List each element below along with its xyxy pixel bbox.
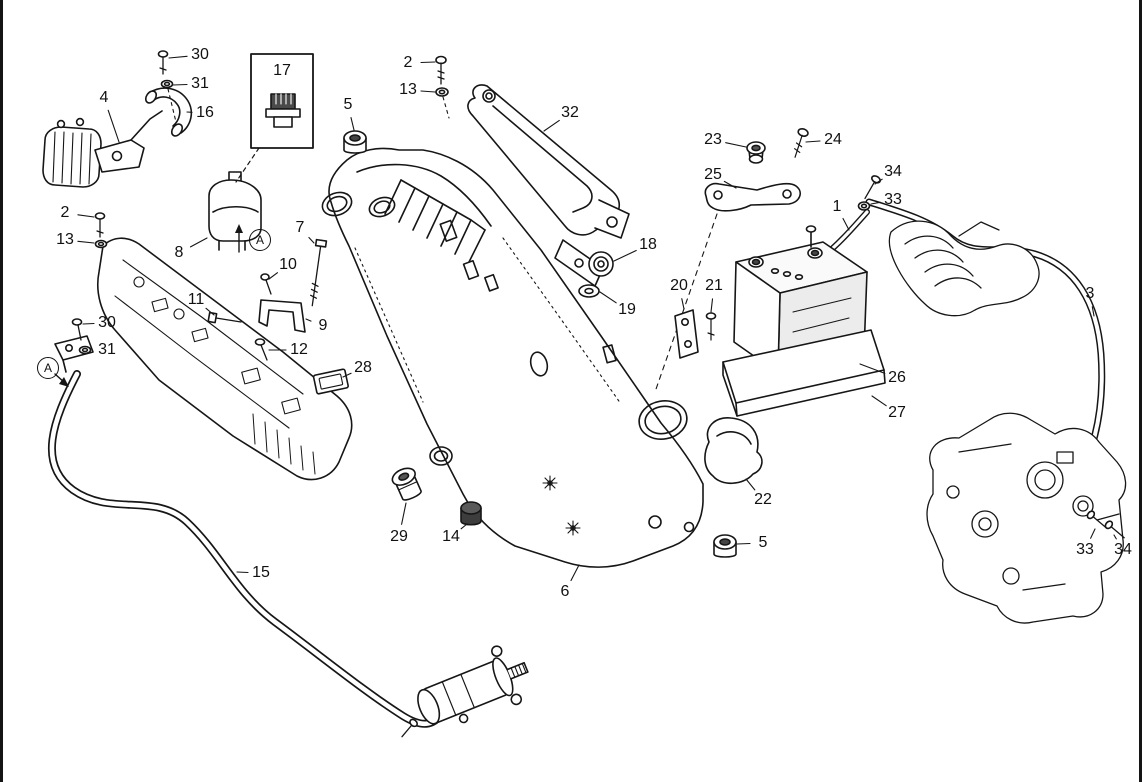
- callout-27: 27: [888, 404, 906, 421]
- battery-tray: [722, 329, 886, 417]
- callout-31: 31: [98, 341, 116, 358]
- rubber-cover-22: [704, 417, 763, 485]
- callout-12: 12: [290, 341, 308, 358]
- callout-33: 33: [884, 191, 902, 208]
- relay-8: [208, 171, 262, 251]
- bolt-7: [310, 238, 328, 307]
- callout-31: 31: [191, 75, 209, 92]
- screw-2-top: [435, 55, 450, 119]
- direction-arrow-a1: [235, 224, 243, 253]
- screw-34-top: [864, 175, 881, 200]
- callout-15: 15: [252, 564, 270, 581]
- starter-cable: [47, 370, 447, 728]
- rubber-mount-23: [746, 141, 766, 164]
- screw-30-top: [157, 50, 177, 123]
- callout-33: 33: [1076, 541, 1094, 558]
- screw-12: [254, 338, 268, 361]
- callout-16: 16: [196, 104, 214, 121]
- callout-23: 23: [704, 131, 722, 148]
- support-bracket-32: [467, 84, 630, 239]
- engine-mount-sketch: [888, 220, 1040, 317]
- ref-marker-A: A: [249, 229, 271, 251]
- screw-30-left: [71, 318, 92, 355]
- callout-34: 34: [884, 163, 902, 180]
- callout-20: 20: [670, 277, 688, 294]
- callout-2: 2: [403, 54, 413, 71]
- callout-32: 32: [561, 104, 579, 121]
- bracket-9: [258, 299, 306, 333]
- callout-8: 8: [174, 244, 184, 261]
- sensor-29: [391, 467, 422, 501]
- callout-34: 34: [1114, 541, 1132, 558]
- callout-30: 30: [98, 314, 116, 331]
- callout-14: 14: [442, 528, 460, 545]
- callout-5: 5: [343, 96, 353, 113]
- callout-25: 25: [704, 166, 722, 183]
- callout-5: 5: [758, 534, 768, 551]
- callout-11: 11: [187, 291, 205, 308]
- diagram-canvas: [42, 50, 1127, 738]
- direction-arrow-a2: [54, 373, 69, 387]
- callout-29: 29: [390, 528, 408, 545]
- callout-13: 13: [56, 231, 74, 248]
- callout-18: 18: [639, 236, 657, 253]
- callout-17: 17: [273, 62, 291, 79]
- coil-assembly: [42, 110, 163, 188]
- callout-2: 2: [60, 204, 70, 221]
- callout-24: 24: [824, 131, 842, 148]
- callout-30: 30: [191, 46, 209, 63]
- callout-leaders: [77, 55, 1117, 582]
- grommet-18: [578, 251, 614, 298]
- frame-body: [321, 147, 704, 568]
- callout-4: 4: [99, 89, 109, 106]
- starter-motor: [401, 645, 529, 738]
- callout-28: 28: [354, 359, 372, 376]
- callout-6: 6: [560, 583, 570, 600]
- bolt-33-bottom: [1086, 510, 1107, 529]
- crankcase-sketch: [926, 412, 1127, 624]
- callout-10: 10: [279, 256, 297, 273]
- callout-26: 26: [888, 369, 906, 386]
- hose-16: [144, 87, 193, 137]
- callout-19: 19: [618, 301, 636, 318]
- callout-22: 22: [754, 491, 772, 508]
- callout-7: 7: [295, 219, 305, 236]
- battery-strap-25: [704, 182, 801, 212]
- screw-10: [260, 273, 272, 295]
- callout-1: 1: [832, 198, 842, 215]
- screw-2-left: [94, 212, 108, 249]
- ref-marker-A: A: [37, 357, 59, 379]
- under-tray-panel: [96, 237, 353, 481]
- bolt-21: [705, 312, 717, 341]
- screw-24: [794, 128, 809, 158]
- bracket-20: [674, 309, 699, 359]
- grommet-5-top: [343, 130, 367, 154]
- alignment-dashes: [654, 213, 718, 393]
- detail-box-17: [235, 53, 314, 183]
- callout-13: 13: [399, 81, 417, 98]
- callout-9: 9: [318, 317, 328, 334]
- callout-21: 21: [705, 277, 723, 294]
- plate-28: [312, 368, 349, 395]
- bolt-34-bottom: [1104, 520, 1125, 539]
- grommet-5-bottom: [713, 534, 737, 558]
- callout-3: 3: [1085, 285, 1095, 302]
- washer-33-top: [857, 201, 871, 211]
- rubber-bumper-14: [460, 501, 482, 526]
